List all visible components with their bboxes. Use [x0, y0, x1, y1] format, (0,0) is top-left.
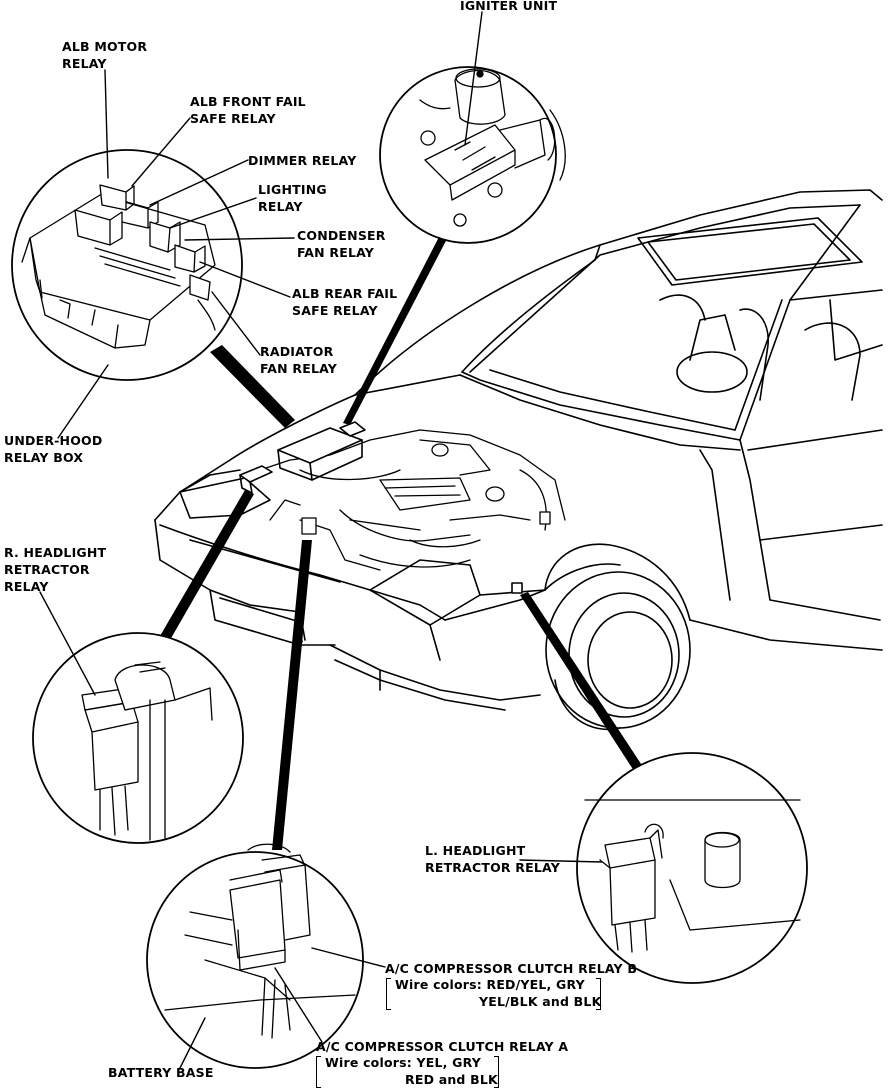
under-hood-relay-box-label: UNDER-HOOD RELAY BOX: [4, 433, 103, 465]
inset-circles: [11, 66, 808, 1069]
bracket-left-b: [386, 978, 391, 1010]
alb-front-fail-safe-relay-label: ALB FRONT FAIL SAFE RELAY: [190, 94, 306, 126]
radiator-fan-relay-label: RADIATOR FAN RELAY: [260, 344, 338, 376]
ac-relay-a-wires-line1: Wire colors: YEL, GRY: [325, 1055, 482, 1070]
l-headlight-retractor-relay-label: L. HEADLIGHT RETRACTOR RELAY: [425, 843, 560, 875]
dimmer-relay-label: DIMMER RELAY: [248, 153, 357, 168]
alb-rear-fail-safe-relay-label: ALB REAR FAIL SAFE RELAY: [292, 286, 398, 318]
r-relay-inset-art: [81, 661, 213, 841]
ac-relay-inset-art: [164, 843, 356, 1039]
bracket-left-a: [316, 1056, 321, 1088]
ac-relay-b-wires-line2: YEL/BLK and BLK: [479, 994, 602, 1009]
igniter-inset-art: [419, 68, 566, 227]
bracket-right-b: [596, 978, 601, 1010]
l-relay-inset-art: [584, 799, 801, 953]
igniter-unit-label: IGNITER UNIT: [460, 0, 558, 13]
alb-motor-relay-label: ALB MOTOR RELAY: [62, 39, 148, 71]
ac-compressor-clutch-relay-a-label: A/C COMPRESSOR CLUTCH RELAY A: [316, 1039, 569, 1054]
ac-relay-a-wires-line2: RED and BLK: [405, 1072, 498, 1087]
ac-relay-b-wires-line1: Wire colors: RED/YEL, GRY: [395, 977, 585, 992]
condenser-fan-relay-label: CONDENSER FAN RELAY: [297, 228, 386, 260]
lighting-relay-label: LIGHTING RELAY: [258, 182, 327, 214]
r-headlight-retractor-relay-label: R. HEADLIGHT RETRACTOR RELAY: [4, 545, 107, 594]
ac-compressor-clutch-relay-b-label: A/C COMPRESSOR CLUTCH RELAY B: [385, 961, 638, 976]
callout-beams: [160, 235, 645, 850]
label-leader-lines: [39, 11, 603, 1069]
car-illustration: [154, 189, 883, 731]
relay-box-inset-art: [21, 184, 216, 349]
battery-base-label: BATTERY BASE: [108, 1065, 214, 1080]
bracket-right-a: [494, 1056, 499, 1088]
